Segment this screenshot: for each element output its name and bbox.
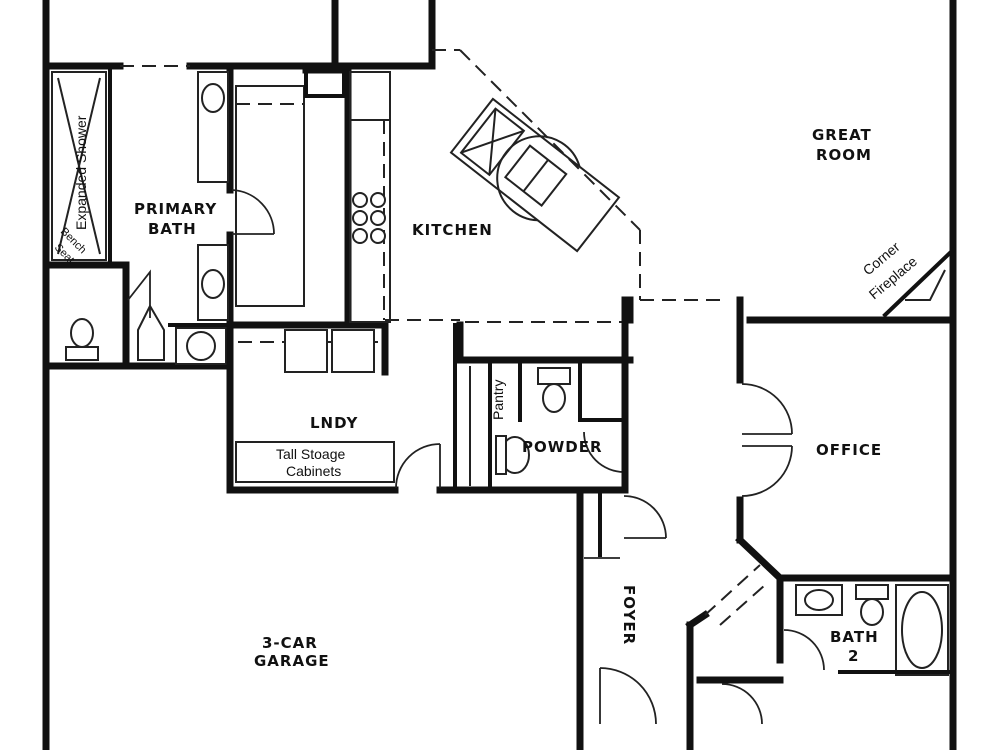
pantry-powder-walls — [456, 321, 634, 487]
toilet-closet — [65, 269, 165, 361]
office-label: OFFICE — [816, 441, 882, 459]
great-room-label: GREAT — [812, 126, 872, 144]
kitchen-island — [449, 97, 621, 253]
kitchen-label: KITCHEN — [412, 221, 493, 239]
pantry-label: Pantry — [490, 380, 506, 420]
foyer-label: FOYER — [620, 585, 638, 645]
bath-2 — [783, 584, 950, 676]
garage-label-line2: GARAGE — [254, 652, 330, 670]
great-room-label-line2: ROOM — [816, 146, 872, 164]
primary-bath-fixtures — [120, 65, 305, 321]
powder-label: POWDER — [522, 438, 603, 456]
laundry-walls — [226, 321, 579, 494]
foyer-walls — [576, 296, 957, 750]
laundry-label: LNDY — [310, 414, 358, 432]
expanded-shower — [51, 71, 107, 261]
primary-bath-label-line2: BATH — [148, 220, 197, 238]
bath-2-label: BATH — [830, 628, 879, 646]
great-room — [626, 247, 957, 324]
primary-bath-walls — [42, 62, 389, 370]
garage-label: 3-CAR — [262, 634, 318, 652]
bath-2-label-line2: 2 — [848, 647, 859, 665]
tall-storage-label: Tall Stoage — [276, 446, 345, 462]
office — [741, 383, 793, 497]
cabinets-label: Cabinets — [286, 463, 341, 479]
primary-bath-label: PRIMARY — [134, 200, 217, 218]
kitchen-walls — [302, 49, 641, 376]
expanded-shower-label: Expanded Shower — [73, 115, 89, 230]
